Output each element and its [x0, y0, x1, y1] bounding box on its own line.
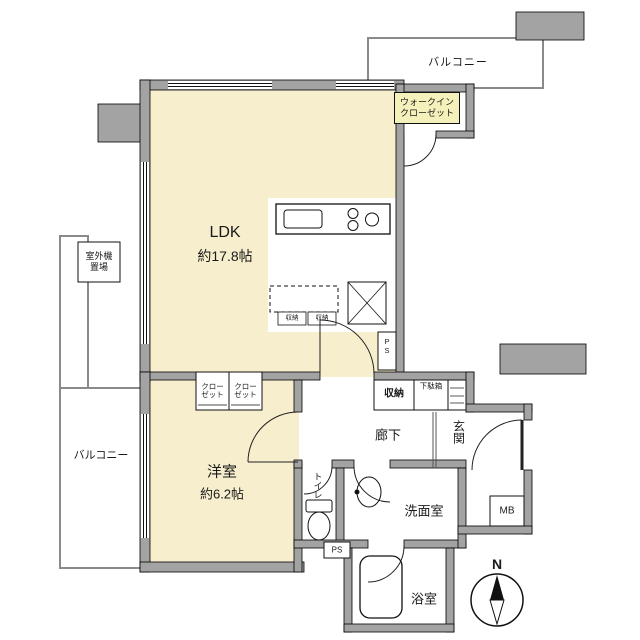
- closet-box: [228, 371, 263, 411]
- wic-label-line1: ウォークイン: [399, 96, 454, 107]
- entrance-label: 玄関: [451, 420, 466, 444]
- stove-burner: [365, 212, 379, 227]
- ldk-size-label: 約17.8帖: [197, 247, 253, 264]
- ldk-label: LDK: [209, 223, 241, 241]
- wic-label: ウォークイン クローゼット: [394, 92, 460, 124]
- balcony-left-rail: [59, 387, 147, 569]
- outdoor-unit-line1: 室外機: [85, 250, 113, 261]
- kitchen: [269, 203, 391, 326]
- bathroom-label: 浴室: [410, 591, 438, 607]
- kitchen-cupboard-dashed: [269, 285, 339, 313]
- kitchen-sink: [283, 209, 323, 229]
- fixtures: [305, 476, 403, 619]
- compass-needle-north: [490, 575, 504, 600]
- entrance-door: [471, 419, 523, 471]
- refrigerator-space: [347, 281, 387, 325]
- closets: [77, 241, 525, 559]
- compass-needle-south: [489, 599, 505, 626]
- washroom-label: 洗面室: [404, 503, 444, 519]
- ps-bottom-label: PS: [331, 545, 343, 555]
- washbasin-fixture: [354, 476, 382, 508]
- outdoor-unit-line2: 置場: [89, 262, 108, 272]
- mb-box: [489, 495, 525, 527]
- kitchen-storage-label-1: 収納: [285, 314, 299, 322]
- shoe-box: [413, 379, 449, 411]
- balcony-top-label: バルコニー: [428, 56, 488, 69]
- ps-right-label: PS: [382, 337, 392, 355]
- ldk-door: [319, 319, 375, 375]
- toilet-label: トイレ: [312, 472, 323, 499]
- kitchen-storage-label-2: 収納: [315, 314, 329, 322]
- bathtub-fixture: [359, 555, 403, 619]
- balcony-left-label: バルコニー: [73, 449, 129, 462]
- bedroom-label: 洋室: [206, 463, 238, 481]
- stove-burner: [347, 220, 359, 231]
- kitchen-storage-box: [277, 311, 307, 326]
- shelf-box: [447, 379, 467, 411]
- meter-box-label: MB: [499, 505, 515, 517]
- bathroom-door: [367, 545, 405, 583]
- kitchen-storage-box: [307, 311, 337, 326]
- storage-label: 収納: [384, 388, 404, 400]
- windows: [141, 81, 394, 538]
- storage-box: [373, 379, 415, 411]
- wic-door: [403, 133, 437, 167]
- toilet-door: [303, 465, 333, 495]
- closet-box: [195, 371, 230, 411]
- stove-burner: [347, 208, 359, 219]
- ps-box-bottom: [323, 541, 351, 559]
- compass-north-label: N: [491, 555, 503, 572]
- entrance-step: [432, 412, 437, 468]
- door-arcs: [247, 133, 524, 583]
- shoe-box-label: 下駄箱: [419, 381, 443, 391]
- bedroom-door: [247, 411, 299, 463]
- ps-box-right: [377, 331, 397, 371]
- outdoor-unit-label: 室外機 置場: [79, 243, 119, 281]
- washroom-door: [353, 465, 391, 503]
- structural-blocks: [97, 11, 587, 375]
- wic-label-line2: クローゼット: [399, 108, 454, 118]
- hallway-label: 廊下: [374, 427, 402, 443]
- bedroom-size-label: 約6.2帖: [199, 486, 245, 502]
- closet-label-1: クロー ゼット: [201, 381, 224, 399]
- compass: [470, 573, 524, 627]
- closet-label-2: クロー ゼット: [234, 381, 257, 399]
- toilet-fixture: [305, 499, 333, 541]
